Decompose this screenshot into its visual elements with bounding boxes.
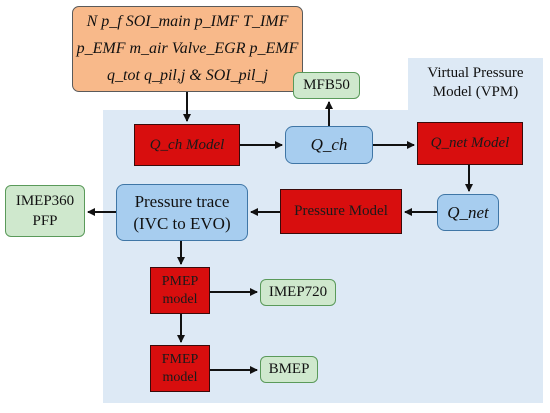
pressure-model-box: Pressure Model [280,189,402,234]
pmep-line2: model [162,291,198,307]
bmep-label: BMEP [268,361,310,377]
fmep-model-box: FMEP model [150,345,210,392]
inputs-line-1: N p_f SOI_main p_IMF T_IMF [86,13,289,30]
bmep-box: BMEP [260,356,318,383]
pressure-trace-line2: (IVC to EVO) [133,213,231,233]
imep360-line1: IMEP360 [15,193,75,209]
pressure-trace-line1: Pressure trace [134,191,230,211]
qnet-model-label: Q_net Model [430,135,510,151]
pressure-model-label: Pressure Model [294,203,388,219]
imep720-box: IMEP720 [260,279,336,306]
inputs-line-2: p_EMF m_air Valve_EGR p_EMF [76,40,299,57]
qnet-model-box: Q_net Model [417,122,523,165]
imep360-box: IMEP360 PFP [5,185,85,237]
vpm-title-line1: Virtual Pressure [427,65,524,81]
imep360-line2: PFP [32,213,58,229]
inputs-line-3: q_tot q_pil,j & SOI_pil_j [107,67,268,84]
pressure-trace-box: Pressure trace (IVC to EVO) [116,184,248,241]
qnet-label: Q_net [447,202,489,222]
vpm-title-line2: Model (VPM) [432,84,519,100]
pmep-line1: PMEP [161,273,199,289]
inputs-box: N p_f SOI_main p_IMF T_IMF p_EMF m_air V… [72,6,303,92]
pmep-model-box: PMEP model [150,267,210,314]
vpm-title: Virtual Pressure Model (VPM) [408,58,543,110]
mfb50-box: MFB50 [293,72,360,99]
qch-model-box: Q_ch Model [134,124,240,166]
qch-box: Q_ch [285,126,373,164]
qch-model-label: Q_ch Model [149,136,225,153]
qnet-box: Q_net [437,194,499,231]
fmep-line1: FMEP [161,351,199,367]
mfb50-label: MFB50 [303,77,350,93]
imep720-label: IMEP720 [268,284,328,300]
qch-label: Q_ch [310,135,348,154]
fmep-line2: model [162,369,198,385]
